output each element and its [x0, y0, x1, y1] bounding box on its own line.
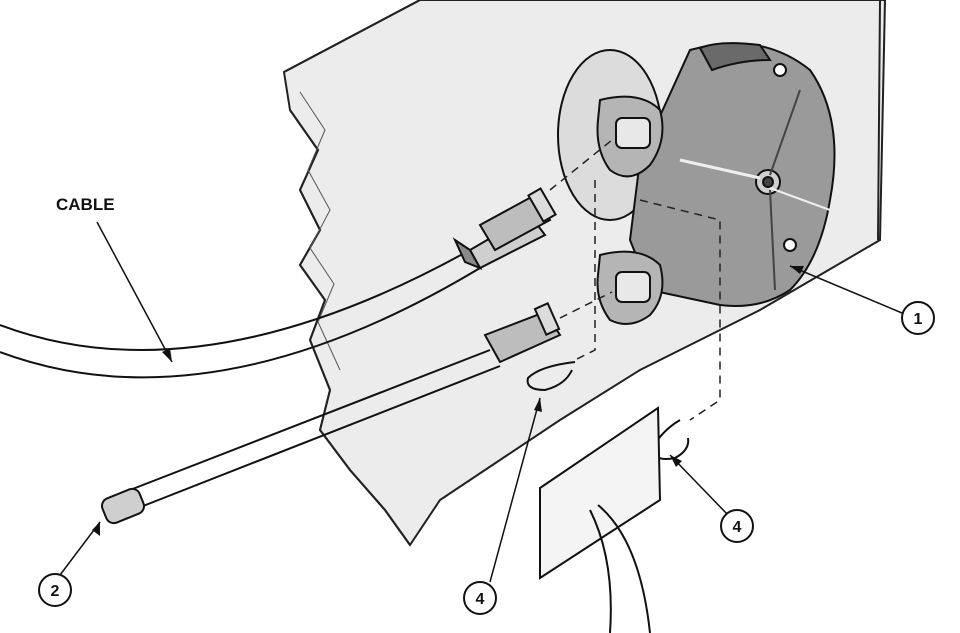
leader-lines: [59, 221, 903, 583]
callout-1: 1: [901, 301, 935, 335]
dial-housing: [557, 42, 836, 325]
callout-1-number: 1: [914, 311, 923, 328]
card-plate: [539, 406, 662, 633]
leader-arrowheads: [92, 266, 804, 536]
callout-4-left: 4: [463, 581, 497, 615]
callout-4-right-number: 4: [733, 519, 742, 536]
cable-label: CABLE: [56, 195, 115, 214]
assembly-dashed-lines: [549, 139, 721, 421]
lower-cable: [101, 302, 562, 525]
callout-4-right: 4: [720, 509, 754, 543]
callout-2: 2: [38, 573, 72, 607]
callout-4-left-number: 4: [476, 591, 485, 608]
callout-2-number: 2: [51, 583, 60, 600]
upper-cable: [0, 187, 557, 379]
